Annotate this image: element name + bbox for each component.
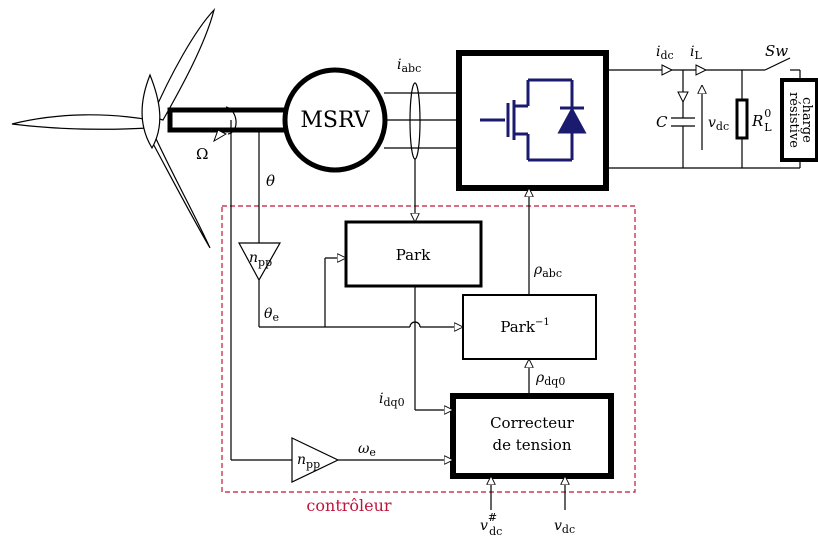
npp-top-label: npp [249,250,272,269]
controller-label: contrôleur [306,496,392,515]
load-label-2: résistive [786,92,801,148]
i-abc-label: iabc [397,57,421,75]
load-box [780,78,818,162]
phase-wires [384,92,459,149]
npp-bottom-label: npp [297,452,320,471]
i-dq0-label: idq0 [379,391,405,409]
vdc-bottom-label: vdc [554,518,575,536]
sw-label: Sw [765,42,788,60]
idc-arrow [661,64,674,76]
vdc-top-label: vdc [708,115,729,133]
rho-dq0-label: ρdq0 [535,370,565,388]
correcteur-block [450,393,614,479]
load-label-1: charge [799,97,814,143]
turbine-shaft [167,107,291,133]
turbine-blades [11,7,216,249]
transistor-symbol [480,78,587,162]
controller-frame [221,205,636,493]
motor-label: MSRV [300,108,370,133]
omega-label: Ω [196,145,208,163]
il-arrow [695,64,708,76]
motor-msrv [282,67,388,173]
dc-bus [606,57,801,169]
theta-label: θ [266,172,275,190]
rho-abc-label: ρabc [533,262,562,280]
ic-arrow [677,91,689,104]
theta-e-label: θe [264,306,279,324]
signal-wires [230,120,565,510]
vdc-ref-label: v#dc [480,511,502,538]
i-dc-label: idc [656,44,674,62]
i-l-label: iL [690,44,702,62]
c-label: C [656,113,668,131]
park-block [344,220,483,288]
correcteur-label-2: de tension [493,436,572,454]
correcteur-label-1: Correcteur [490,414,575,432]
park-label: Park [396,246,432,264]
omega-e-label: ωe [358,441,376,459]
park-inv-block [462,294,597,360]
park-inv-label: Park−1 [500,317,549,336]
